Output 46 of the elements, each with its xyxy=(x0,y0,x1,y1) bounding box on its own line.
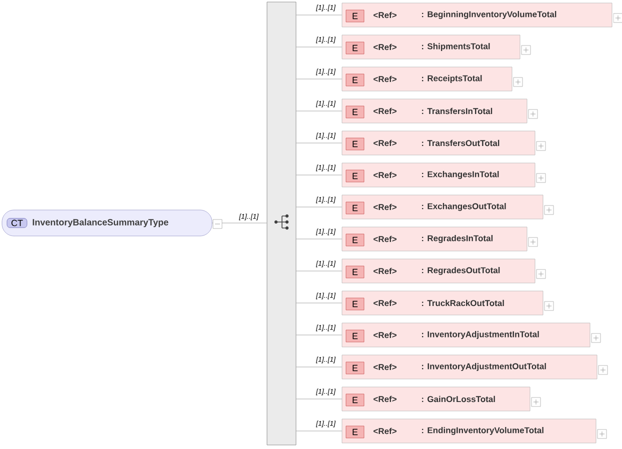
element-box: E <Ref> : ExchangesOutTotal xyxy=(342,194,544,220)
element-badge: E xyxy=(346,330,364,342)
element-box: E <Ref> : ExchangesInTotal xyxy=(342,162,536,188)
element-box: E <Ref> : InventoryAdjustmentInTotal xyxy=(342,322,590,348)
element-badge: E xyxy=(346,202,364,214)
sequence-bar xyxy=(266,2,296,446)
connector-line xyxy=(296,430,342,432)
complex-type-box: CT InventoryBalanceSummaryType xyxy=(2,210,212,236)
connector-line xyxy=(296,366,342,368)
element-box: E <Ref> : RegradesInTotal xyxy=(342,226,528,252)
connector-line xyxy=(296,206,342,208)
connector-line xyxy=(296,14,342,16)
connector-line xyxy=(296,142,342,144)
element-box: E <Ref> : TruckRackOutTotal xyxy=(342,290,544,316)
connector-line xyxy=(296,334,342,336)
element-box: E <Ref> : GainOrLossTotal xyxy=(342,386,530,412)
element-box: E <Ref> : TransfersOutTotal xyxy=(342,130,536,156)
element-badge: E xyxy=(346,42,364,54)
element-box: E <Ref> : BeginningInventoryVolumeTotal xyxy=(342,2,612,28)
element-badge: E xyxy=(346,74,364,86)
element-badge: E xyxy=(346,138,364,150)
connector-line xyxy=(296,110,342,112)
ct-badge: CT xyxy=(6,218,28,228)
element-badge: E xyxy=(346,362,364,374)
connector-line xyxy=(296,398,342,400)
element-box: E <Ref> : ShipmentsTotal xyxy=(342,34,520,60)
element-box: E <Ref> : TransfersInTotal xyxy=(342,98,528,124)
element-box: E <Ref> : RegradesOutTotal xyxy=(342,258,536,284)
connector-line xyxy=(296,270,342,272)
element-badge: E xyxy=(346,266,364,278)
element-box: E <Ref> : InventoryAdjustmentOutTotal xyxy=(342,354,598,380)
element-box: E <Ref> : ReceiptsTotal xyxy=(342,66,512,92)
connector-line xyxy=(212,222,267,224)
element-box: E <Ref> : EndingInventoryVolumeTotal xyxy=(342,418,596,444)
element-badge: E xyxy=(346,170,364,182)
element-badge: E xyxy=(346,298,364,310)
connector-line xyxy=(296,174,342,176)
connector-line xyxy=(296,302,342,304)
element-badge: E xyxy=(346,394,364,406)
element-badge: E xyxy=(346,106,364,118)
element-badge: E xyxy=(346,234,364,246)
connector-line xyxy=(296,78,342,80)
element-badge: E xyxy=(346,426,364,438)
element-badge: E xyxy=(346,10,364,22)
connector-line xyxy=(296,238,342,240)
connector-line xyxy=(296,46,342,48)
